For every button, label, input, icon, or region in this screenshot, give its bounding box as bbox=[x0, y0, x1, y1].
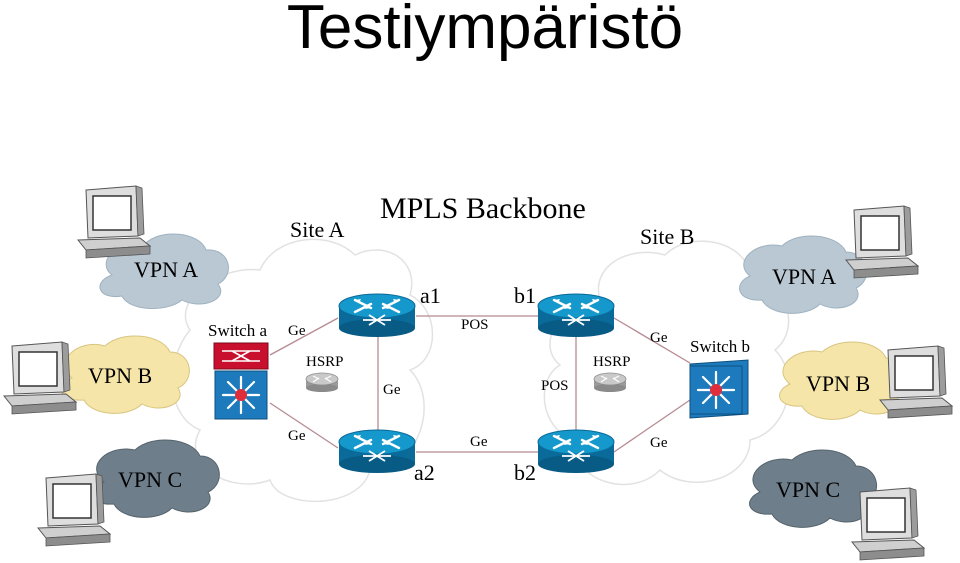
router-b1[interactable] bbox=[536, 292, 616, 339]
layer3-switch-icon bbox=[688, 364, 744, 416]
vpn-cloud-left-b bbox=[61, 335, 190, 414]
pc-right-b[interactable] bbox=[879, 345, 953, 419]
switch-b-label: Switch b bbox=[690, 337, 750, 356]
hsrp-left-label: HSRP bbox=[306, 354, 344, 370]
hsrp-right-router[interactable] bbox=[593, 372, 627, 393]
vpn-left-b-label: VPN B bbox=[88, 363, 152, 388]
vpn-right-b-label: VPN B bbox=[806, 371, 870, 396]
pc-right-c[interactable] bbox=[851, 487, 925, 561]
router-icon bbox=[337, 292, 417, 339]
switch-a[interactable] bbox=[213, 342, 269, 421]
router-a2-label: a2 bbox=[414, 460, 435, 485]
pc-computer-icon bbox=[879, 345, 953, 419]
pc-left-b[interactable] bbox=[3, 341, 77, 415]
link-label-b1-sw-b: Ge bbox=[650, 330, 668, 346]
hsrp-router-icon bbox=[593, 372, 627, 393]
link-label-a2-b2: Ge bbox=[470, 434, 488, 450]
site-a-label: Site A bbox=[290, 217, 345, 242]
router-a2[interactable] bbox=[337, 428, 417, 475]
pc-computer-icon bbox=[845, 205, 919, 279]
link-label-a1-b1: POS bbox=[461, 317, 489, 333]
router-a1-label: a1 bbox=[420, 283, 441, 308]
pc-left-a[interactable] bbox=[77, 185, 151, 259]
vpn-cloud-left-c bbox=[91, 439, 220, 518]
vpn-right-a-label: VPN A bbox=[772, 264, 836, 289]
pc-left-c[interactable] bbox=[37, 473, 111, 547]
router-b1-label: b1 bbox=[514, 283, 536, 308]
links bbox=[269, 315, 691, 453]
vpn-left-c-label: VPN C bbox=[118, 467, 182, 492]
router-icon bbox=[337, 428, 417, 475]
pc-computer-icon bbox=[37, 473, 111, 547]
vpn-left-a-label: VPN A bbox=[134, 257, 198, 282]
hsrp-left-router[interactable] bbox=[305, 372, 339, 393]
link-label-sw-a-a2: Ge bbox=[288, 428, 306, 444]
hsrp-router-icon bbox=[305, 372, 339, 393]
site-b-label: Site B bbox=[640, 224, 694, 249]
layer3-switch-icon bbox=[213, 369, 269, 421]
pc-right-a[interactable] bbox=[845, 205, 919, 279]
link-label-b1-b2: POS bbox=[541, 378, 569, 394]
pc-computer-icon bbox=[77, 185, 151, 259]
switch-b[interactable] bbox=[688, 359, 749, 419]
switch-a-label: Switch a bbox=[208, 321, 267, 340]
router-icon bbox=[536, 428, 616, 475]
router-b2-label: b2 bbox=[514, 460, 536, 485]
link-label-b2-sw-b: Ge bbox=[650, 435, 668, 451]
router-b2[interactable] bbox=[536, 428, 616, 475]
router-icon bbox=[536, 292, 616, 339]
link-label-a1-a2: Ge bbox=[383, 382, 401, 398]
page-title: Testiympäristö bbox=[287, 0, 683, 62]
firewall-module-icon bbox=[213, 342, 269, 370]
pc-computer-icon bbox=[3, 341, 77, 415]
backbone-label: MPLS Backbone bbox=[380, 192, 586, 225]
router-a1[interactable] bbox=[337, 292, 417, 339]
link-label-sw-a-a1: Ge bbox=[288, 323, 306, 339]
vpn-cloud-right-a bbox=[739, 235, 867, 314]
hsrp-right-label: HSRP bbox=[593, 354, 631, 370]
vpn-right-c-label: VPN C bbox=[776, 477, 840, 502]
pc-computer-icon bbox=[851, 487, 925, 561]
